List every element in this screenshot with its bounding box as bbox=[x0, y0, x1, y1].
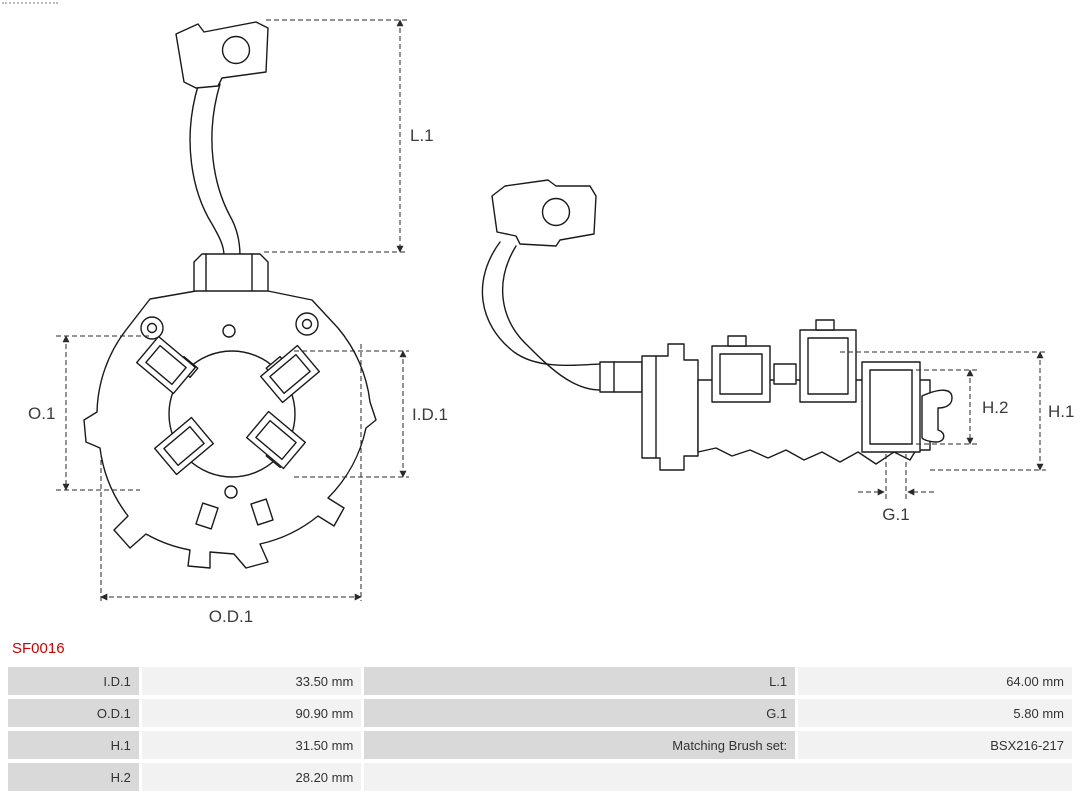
dimension-o1: O.1 bbox=[28, 335, 152, 491]
mount-bracket bbox=[641, 343, 699, 471]
wire-connector bbox=[599, 361, 643, 393]
dimension-g1: G.1 bbox=[858, 454, 934, 524]
lead-wire bbox=[211, 83, 241, 257]
terminal-hole bbox=[541, 197, 571, 227]
dimension-h2: H.2 bbox=[908, 369, 1008, 445]
wire-block bbox=[193, 253, 269, 293]
pilot-hole bbox=[222, 324, 236, 338]
dimension-l1: L.1 bbox=[264, 19, 434, 253]
spec-value: 31.50 mm bbox=[141, 731, 362, 759]
specs-table: I.D.1 33.50 mm L.1 64.00 mm O.D.1 90.90 … bbox=[5, 663, 1075, 795]
spec-label: I.D.1 bbox=[8, 667, 139, 695]
holder-tab bbox=[773, 363, 797, 385]
terminal-hole bbox=[221, 35, 251, 65]
dim-label: I.D.1 bbox=[412, 405, 448, 424]
dim-label: G.1 bbox=[882, 505, 909, 524]
table-row: H.2 28.20 mm bbox=[8, 763, 1072, 791]
spring-hook bbox=[921, 389, 953, 443]
lead-wire bbox=[502, 245, 601, 391]
spec-label: G.1 bbox=[364, 699, 796, 727]
spec-label: L.1 bbox=[364, 667, 796, 695]
spec-empty-cell bbox=[364, 763, 1072, 791]
spec-value: 5.80 mm bbox=[798, 699, 1072, 727]
spec-value: BSX216-217 bbox=[798, 731, 1072, 759]
dimension-od1: O.D.1 bbox=[100, 344, 362, 626]
table-row: I.D.1 33.50 mm L.1 64.00 mm bbox=[8, 667, 1072, 695]
front-view-drawing bbox=[83, 21, 377, 569]
lead-wire bbox=[481, 241, 601, 367]
brush-box-side bbox=[711, 335, 771, 403]
rivet bbox=[140, 316, 164, 340]
spec-value: 64.00 mm bbox=[798, 667, 1072, 695]
part-code: SF0016 bbox=[12, 640, 65, 657]
dimension-h1: H.1 bbox=[840, 351, 1074, 471]
technical-drawing: L.1 O.1 I.D.1 O.D.1 bbox=[28, 19, 1074, 626]
brush-box-side bbox=[799, 319, 857, 403]
dim-label: H.2 bbox=[982, 398, 1008, 417]
table-row: O.D.1 90.90 mm G.1 5.80 mm bbox=[8, 699, 1072, 727]
brush-box bbox=[153, 416, 215, 476]
brush-box bbox=[135, 335, 197, 395]
dimension-id1: I.D.1 bbox=[294, 350, 448, 478]
spec-label: H.2 bbox=[8, 763, 139, 791]
plate-tab bbox=[195, 502, 219, 530]
spec-value: 90.90 mm bbox=[141, 699, 362, 727]
pilot-hole bbox=[224, 485, 238, 499]
dim-label: L.1 bbox=[410, 126, 434, 145]
side-view-drawing bbox=[481, 179, 953, 471]
terminal-lug bbox=[175, 21, 269, 89]
dim-label: O.D.1 bbox=[209, 607, 253, 626]
dim-label: O.1 bbox=[28, 404, 55, 423]
brush-box bbox=[245, 410, 307, 470]
spec-value: 28.20 mm bbox=[141, 763, 362, 791]
table-row: H.1 31.50 mm Matching Brush set: BSX216-… bbox=[8, 731, 1072, 759]
lead-wire bbox=[189, 85, 225, 257]
brush-side bbox=[861, 361, 921, 453]
specs-table-wrap: I.D.1 33.50 mm L.1 64.00 mm O.D.1 90.90 … bbox=[5, 663, 1075, 795]
rivet bbox=[295, 312, 319, 336]
plate-tab bbox=[250, 498, 274, 526]
spec-value: 33.50 mm bbox=[141, 667, 362, 695]
dim-label: H.1 bbox=[1048, 402, 1074, 421]
spec-label: Matching Brush set: bbox=[364, 731, 796, 759]
corner-artifact bbox=[2, 2, 58, 4]
spec-label: O.D.1 bbox=[8, 699, 139, 727]
brush-box bbox=[259, 344, 321, 404]
spec-label: H.1 bbox=[8, 731, 139, 759]
